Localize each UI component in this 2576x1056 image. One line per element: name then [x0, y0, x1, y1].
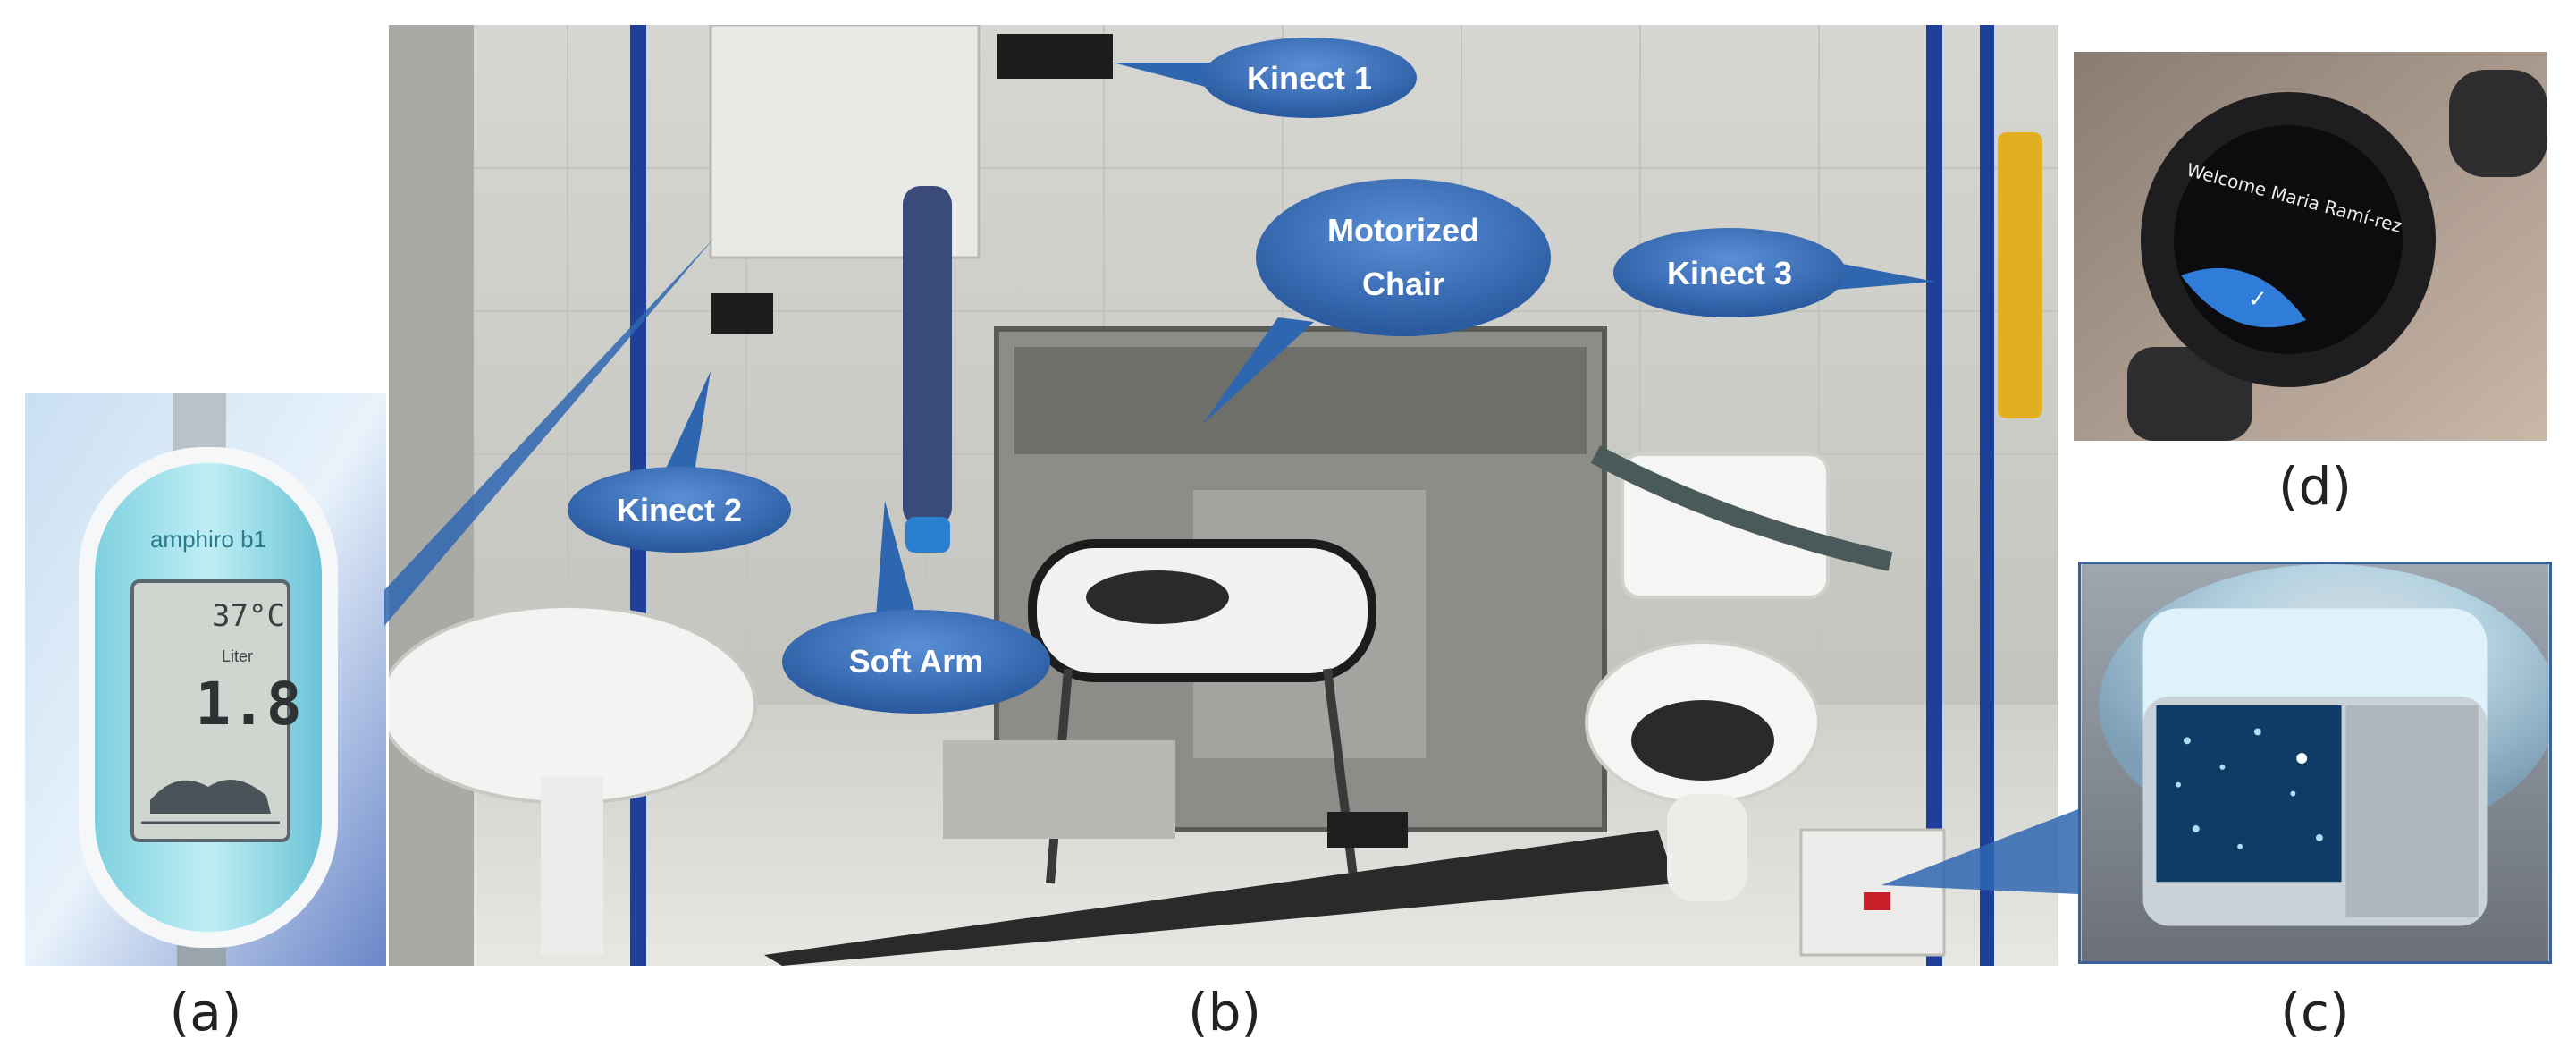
- device-brand-label: amphiro b1: [150, 526, 266, 553]
- shower-meter-image: amphiro b1 37°C Liter 1.8: [25, 393, 386, 966]
- panel-b-photo: [389, 25, 2058, 966]
- unit-label: Liter: [222, 647, 253, 665]
- caption-d: (d): [2277, 456, 2353, 517]
- panel-c-photo: [2078, 562, 2552, 964]
- polar-bear-icon: [150, 780, 271, 814]
- caption-b: (b): [1187, 982, 1262, 1043]
- panel-d-photo: Welcome Maria Ramí-rez ✓: [2074, 52, 2547, 441]
- caption-c: (c): [2280, 982, 2350, 1043]
- light-cube-image: [2081, 564, 2549, 961]
- caption-a: (a): [169, 982, 242, 1043]
- check-icon: ✓: [2248, 286, 2268, 313]
- panel-a-photo: amphiro b1 37°C Liter 1.8: [25, 393, 386, 966]
- temperature-readout: 37°C: [212, 598, 285, 634]
- smartwatch-image: Welcome Maria Ramí-rez ✓: [2074, 52, 2547, 441]
- smart-bathroom-image: [389, 25, 2058, 966]
- volume-readout: 1.8: [195, 670, 301, 739]
